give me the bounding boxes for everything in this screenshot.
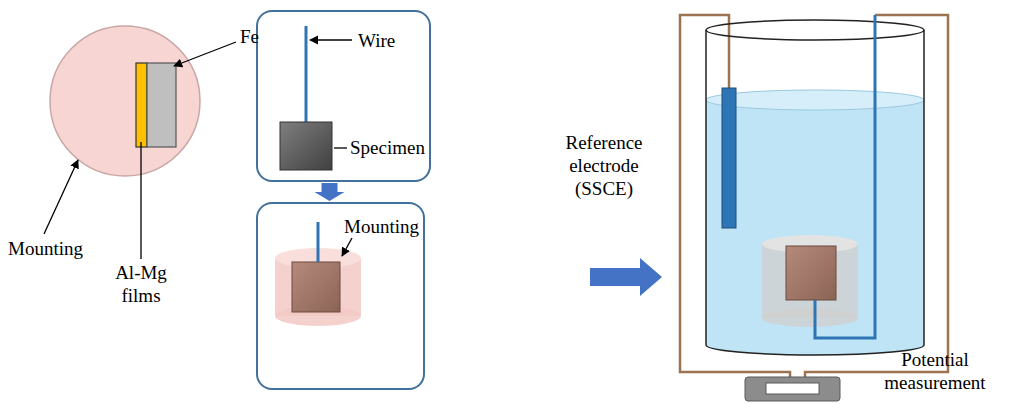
leader-line: [44, 160, 78, 234]
leader-line: [334, 147, 347, 148]
part-label: Potential measurement: [866, 349, 1004, 395]
mounting-circle: [50, 26, 200, 176]
al-mg-film: [136, 63, 147, 147]
part-label: Al-Mg films: [98, 262, 184, 308]
specimen-block: [292, 262, 340, 312]
part-label: Fe: [240, 26, 259, 49]
reference-electrode: [722, 88, 736, 228]
working-wire: [815, 15, 875, 338]
process-arrow: [590, 258, 662, 296]
potentiometer-display: [766, 383, 819, 394]
block-arrow-shape: [315, 183, 345, 201]
specimen-block: [786, 246, 836, 300]
box-label: Wire: [358, 30, 395, 53]
mounting-cylinder: [275, 258, 361, 316]
leader-line: [310, 39, 352, 40]
process-box: WireSpecimen: [256, 10, 431, 182]
box-label: Specimen: [350, 137, 425, 160]
leader-line: [342, 238, 352, 256]
mounting-cylinder: [762, 244, 858, 318]
block-arrow: [315, 183, 345, 201]
specimen-block: [280, 122, 332, 170]
leader-line: [174, 42, 236, 66]
wire: [317, 222, 320, 262]
mounting-cylinder: [762, 309, 858, 327]
box-label: Mounting: [344, 216, 419, 239]
leader-line: [140, 142, 141, 259]
part-label: Mounting: [8, 238, 83, 261]
beaker-rim: [706, 20, 924, 40]
process-box: Mounting: [256, 202, 425, 390]
wire: [305, 26, 308, 124]
fe-substrate: [147, 63, 176, 147]
electrolyte-surface: [706, 90, 924, 110]
part-label: Reference electrode (SSCE): [552, 132, 656, 200]
potentiometer: [745, 377, 840, 401]
